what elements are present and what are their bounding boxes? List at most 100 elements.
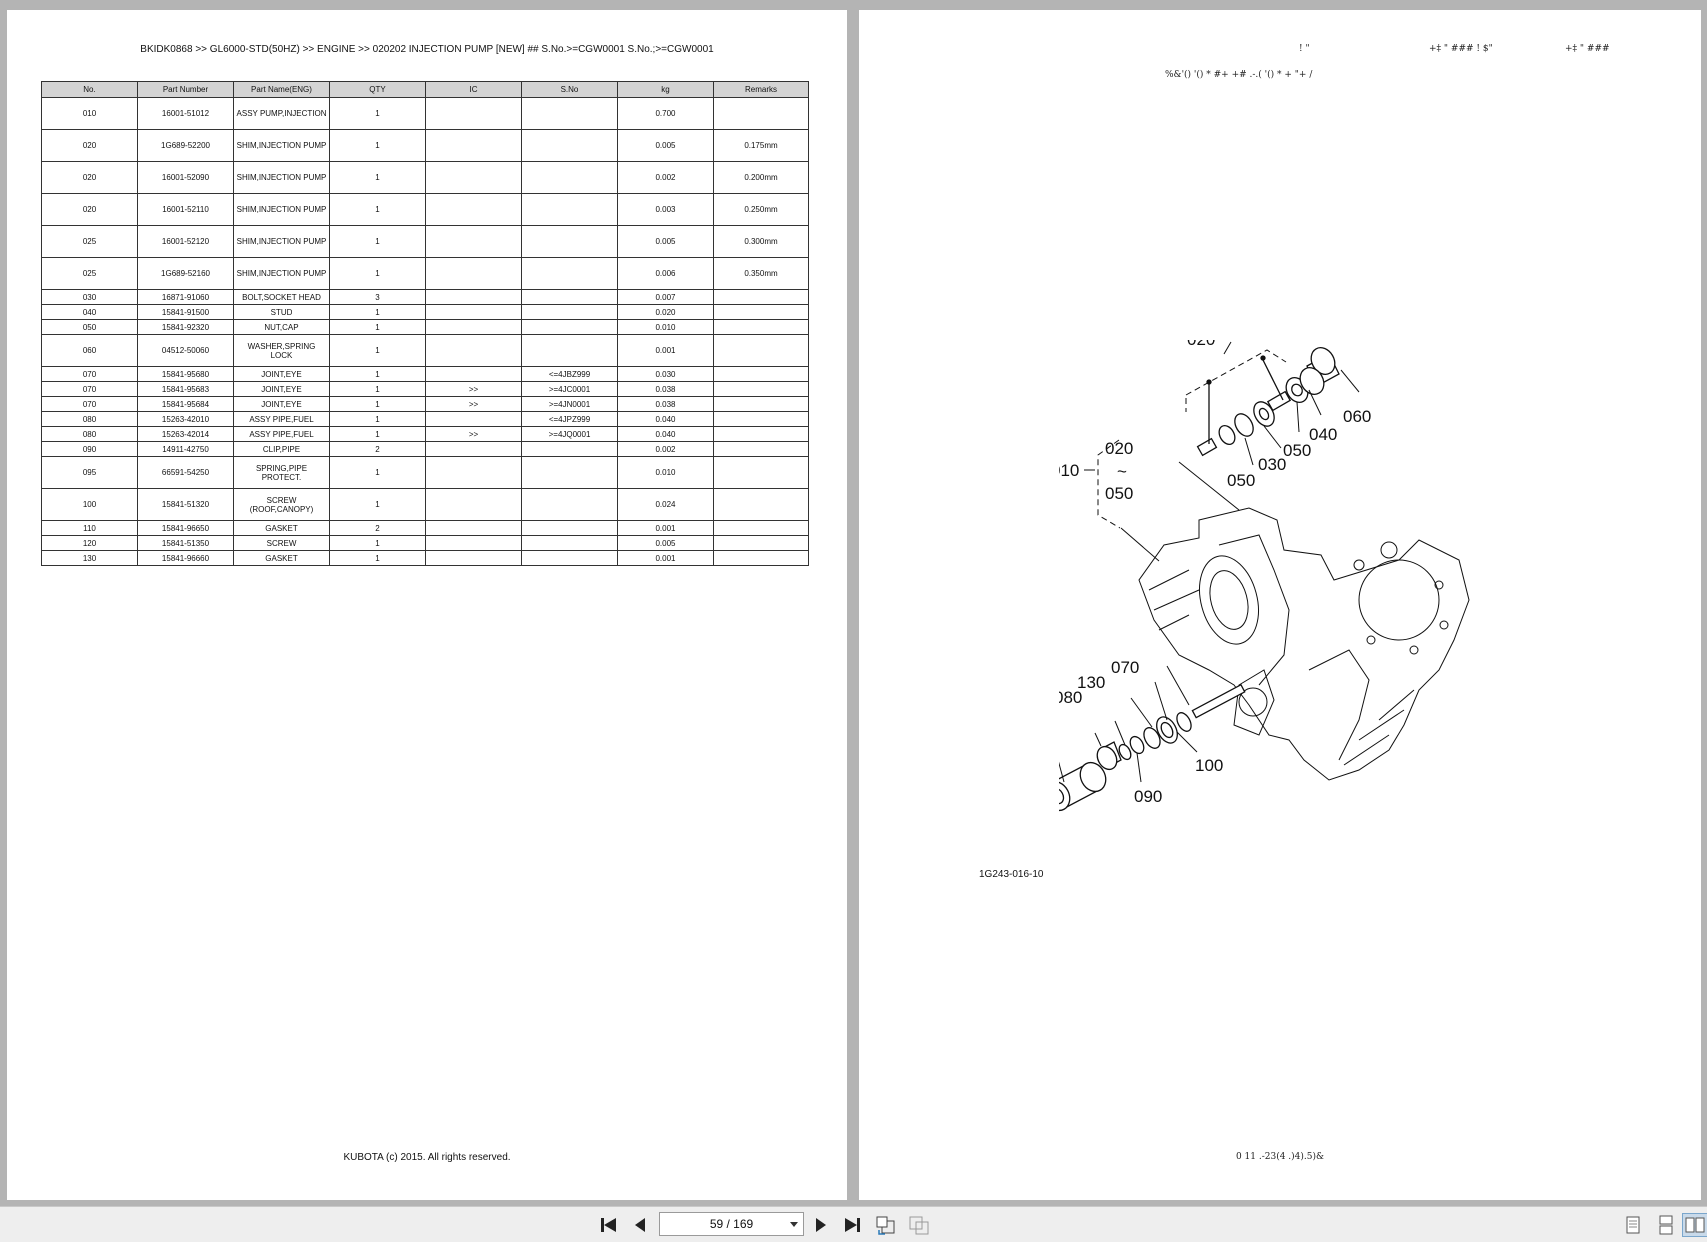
cell-kg: 0.038: [617, 396, 714, 412]
cell-sno: [521, 456, 618, 489]
cell-remarks: 0.250mm: [713, 193, 809, 226]
rotate-view-button[interactable]: [873, 1213, 899, 1237]
cell-remarks: [713, 289, 809, 305]
col-header-sno: S.No: [521, 81, 618, 98]
previous-page-button[interactable]: [627, 1213, 653, 1237]
fit-view-button[interactable]: [906, 1213, 932, 1237]
cell-no: 070: [41, 366, 138, 382]
callout-080: 080: [1059, 688, 1082, 707]
col-header-part-number: Part Number: [137, 81, 234, 98]
callout-040: 040: [1309, 425, 1337, 444]
chevron-down-icon[interactable]: [790, 1222, 798, 1227]
cell-qty: 1: [329, 550, 426, 566]
cell-part-number: 15841-91500: [137, 304, 234, 320]
cell-ic: [425, 366, 522, 382]
cell-remarks: [713, 426, 809, 442]
cell-sno: [521, 334, 618, 367]
cell-no: 025: [41, 257, 138, 290]
header-text-1: ! ": [1299, 44, 1310, 54]
first-page-button[interactable]: [596, 1213, 622, 1237]
cell-part-number: 15841-96650: [137, 520, 234, 536]
cell-sno: [521, 520, 618, 536]
cell-no: 070: [41, 396, 138, 412]
cell-name: SHIM,INJECTION PUMP: [233, 193, 330, 226]
cell-part-number: 16871-91060: [137, 289, 234, 305]
last-page-button[interactable]: [840, 1213, 866, 1237]
next-page-button[interactable]: [808, 1213, 834, 1237]
cell-no: 010: [41, 97, 138, 130]
cell-name: NUT,CAP: [233, 319, 330, 335]
cell-kg: 0.030: [617, 366, 714, 382]
cell-name: GASKET: [233, 550, 330, 566]
two-page-view-button[interactable]: [1682, 1213, 1707, 1237]
cell-name: JOINT,EYE: [233, 381, 330, 397]
cell-kg: 0.024: [617, 488, 714, 521]
cell-ic: [425, 97, 522, 130]
page-number-field[interactable]: 59 / 169: [659, 1212, 804, 1236]
cell-name: SHIM,INJECTION PUMP: [233, 161, 330, 194]
single-page-icon: [1626, 1216, 1640, 1234]
cell-kg: 0.005: [617, 225, 714, 258]
cell-qty: 1: [329, 396, 426, 412]
cell-part-number: 15841-51350: [137, 535, 234, 551]
cell-name: JOINT,EYE: [233, 396, 330, 412]
cell-kg: 0.010: [617, 319, 714, 335]
cell-remarks: [713, 520, 809, 536]
cell-sno: [521, 161, 618, 194]
cell-name: ASSY PIPE,FUEL: [233, 411, 330, 427]
cell-no: 050: [41, 319, 138, 335]
cell-kg: 0.040: [617, 411, 714, 427]
first-page-icon: [601, 1218, 616, 1232]
cell-ic: [425, 334, 522, 367]
continuous-view-button[interactable]: [1653, 1213, 1679, 1237]
cell-name: GASKET: [233, 520, 330, 536]
cell-no: 080: [41, 411, 138, 427]
callout-020-mid: 020: [1105, 439, 1133, 458]
cell-remarks: [713, 334, 809, 367]
upper-parts: [1196, 347, 1340, 457]
cell-name: ASSY PIPE,FUEL: [233, 426, 330, 442]
table-header-row: No. Part Number Part Name(ENG) QTY IC S.…: [41, 81, 809, 98]
cell-part-number: 15841-95683: [137, 381, 234, 397]
callout-050-a: 050: [1283, 441, 1311, 460]
single-page-view-button[interactable]: [1620, 1213, 1646, 1237]
cell-part-number: 15263-42010: [137, 411, 234, 427]
col-header-no: No.: [41, 81, 138, 98]
cell-part-number: 16001-51012: [137, 97, 234, 130]
cell-qty: 1: [329, 161, 426, 194]
cell-sno: [521, 304, 618, 320]
cell-qty: 1: [329, 193, 426, 226]
callout-050-mid: 050: [1105, 484, 1133, 503]
injection-pump-diagram: 020 060 040 050 030 050 010 020 ~ 050 07…: [1059, 340, 1470, 812]
leader-line: [1120, 527, 1160, 562]
cell-no: 025: [41, 225, 138, 258]
copyright-footer: KUBOTA (c) 2015. All rights reserved.: [343, 1152, 511, 1163]
cell-name: JOINT,EYE: [233, 366, 330, 382]
cell-qty: 1: [329, 426, 426, 442]
cell-kg: 0.003: [617, 193, 714, 226]
cell-remarks: [713, 550, 809, 566]
cell-part-number: 04512-50060: [137, 334, 234, 367]
last-page-icon: [845, 1218, 860, 1232]
cell-sno: [521, 257, 618, 290]
cell-sno: [521, 488, 618, 521]
cell-qty: 1: [329, 366, 426, 382]
cell-no: 030: [41, 289, 138, 305]
previous-page-icon: [635, 1218, 645, 1232]
cell-ic: [425, 225, 522, 258]
cell-remarks: [713, 396, 809, 412]
cell-sno: [521, 97, 618, 130]
cell-name: STUD: [233, 304, 330, 320]
cell-part-number: 66591-54250: [137, 456, 234, 489]
cell-no: 100: [41, 488, 138, 521]
cell-qty: 1: [329, 411, 426, 427]
cell-qty: 1: [329, 381, 426, 397]
cell-sno: >=4JN0001: [521, 396, 618, 412]
